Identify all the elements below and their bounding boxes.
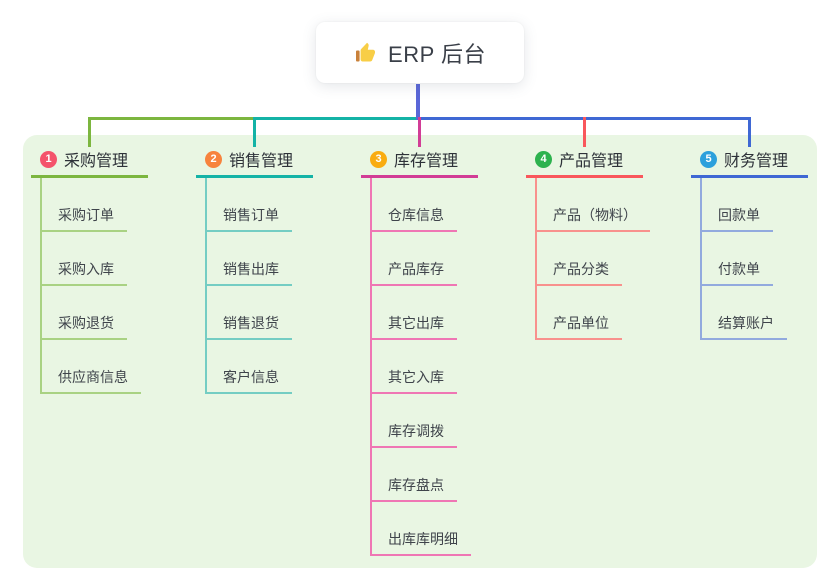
- branch-item[interactable]: 供应商信息: [40, 369, 141, 394]
- branch-item-row: 付款单: [691, 232, 808, 286]
- branch-header[interactable]: 5 财务管理: [691, 143, 808, 178]
- branch-item-row: 产品单位: [526, 286, 650, 340]
- branch-1: 1 采购管理 采购订单采购入库采购退货供应商信息: [31, 143, 148, 394]
- branch-items-list: 产品（物料） 产品分类产品单位: [526, 178, 650, 340]
- branch-item[interactable]: 客户信息: [205, 369, 292, 394]
- branch-item-row: 采购入库: [31, 232, 148, 286]
- branch-item[interactable]: 销售订单: [205, 207, 292, 232]
- branch-item-row: 客户信息: [196, 340, 313, 394]
- branch-item-row: 结算账户: [691, 286, 808, 340]
- branch-item-row: 产品（物料）: [526, 178, 650, 232]
- branch-item-row: 库存调拨: [361, 394, 478, 448]
- branch-item[interactable]: 库存调拨: [370, 423, 457, 448]
- branch-item-row: 其它出库: [361, 286, 478, 340]
- branch-title: 产品管理: [559, 153, 624, 170]
- branch-items-list: 销售订单销售出库销售退货客户信息: [196, 178, 313, 394]
- branch-number-badge: 3: [370, 150, 387, 168]
- connector-line: [87, 117, 91, 147]
- branch-number-badge: 5: [700, 150, 717, 168]
- branch-item[interactable]: 产品单位: [535, 315, 622, 340]
- branch-item[interactable]: 销售出库: [205, 261, 292, 286]
- connector-line: [582, 117, 586, 147]
- branch-item-row: 库存盘点: [361, 448, 478, 502]
- branch-item[interactable]: 产品分类: [535, 261, 622, 286]
- branch-number-badge: 4: [535, 150, 552, 168]
- connector-line: [417, 117, 421, 147]
- connector-line: [252, 117, 420, 120]
- branches-panel: [23, 135, 817, 568]
- root-node[interactable]: ERP 后台: [316, 22, 524, 83]
- connector-line: [416, 84, 420, 120]
- branch-item[interactable]: 结算账户: [700, 315, 787, 340]
- branch-title: 库存管理: [394, 153, 459, 170]
- branch-item-row: 产品分类: [526, 232, 650, 286]
- branch-item[interactable]: 仓库信息: [370, 207, 457, 232]
- connector-line: [252, 117, 256, 147]
- branch-items-list: 采购订单采购入库采购退货供应商信息: [31, 178, 148, 394]
- branch-item[interactable]: 付款单: [700, 261, 773, 286]
- branch-item-row: 供应商信息: [31, 340, 148, 394]
- branch-items-list: 回款单付款单结算账户: [691, 178, 808, 340]
- branch-item[interactable]: 回款单: [700, 207, 773, 232]
- branch-item[interactable]: 产品库存: [370, 261, 457, 286]
- branch-item-row: 采购退货: [31, 286, 148, 340]
- branch-item[interactable]: 采购入库: [40, 261, 127, 286]
- branch-item[interactable]: 库存盘点: [370, 477, 457, 502]
- branch-item[interactable]: 采购退货: [40, 315, 127, 340]
- branch-item[interactable]: 销售退货: [205, 315, 292, 340]
- branch-item-row: 销售订单: [196, 178, 313, 232]
- connector-line: [747, 117, 751, 147]
- branch-item-row: 仓库信息: [361, 178, 478, 232]
- branch-item-row: 销售出库: [196, 232, 313, 286]
- branch-item-row: 产品库存: [361, 232, 478, 286]
- branch-2: 2 销售管理 销售订单销售出库销售退货客户信息: [196, 143, 313, 394]
- branch-4: 4 产品管理 产品（物料） 产品分类产品单位: [526, 143, 650, 340]
- branch-item[interactable]: 其它入库: [370, 369, 457, 394]
- branch-header[interactable]: 3 库存管理: [361, 143, 478, 178]
- branch-header[interactable]: 1 采购管理: [31, 143, 148, 178]
- branch-item-row: 采购订单: [31, 178, 148, 232]
- branch-header[interactable]: 4 产品管理: [526, 143, 643, 178]
- branch-item[interactable]: 出库库明细: [370, 531, 471, 556]
- branch-3: 3 库存管理 仓库信息产品库存其它出库其它入库库存调拨库存盘点出库库明细: [361, 143, 478, 556]
- branch-title: 销售管理: [229, 153, 294, 170]
- branch-item[interactable]: 其它出库: [370, 315, 457, 340]
- branch-header[interactable]: 2 销售管理: [196, 143, 313, 178]
- root-node-label: ERP 后台: [388, 41, 486, 67]
- branch-title: 采购管理: [64, 153, 129, 170]
- branch-item-row: 其它入库: [361, 340, 478, 394]
- branch-item-row: 回款单: [691, 178, 808, 232]
- branch-number-badge: 2: [205, 150, 222, 168]
- branch-5: 5 财务管理 回款单付款单结算账户: [691, 143, 808, 340]
- branch-item-row: 销售退货: [196, 286, 313, 340]
- branch-title: 财务管理: [724, 153, 789, 170]
- branch-item[interactable]: 采购订单: [40, 207, 127, 232]
- branch-items-list: 仓库信息产品库存其它出库其它入库库存调拨库存盘点出库库明细: [361, 178, 478, 556]
- branch-number-badge: 1: [40, 150, 57, 168]
- branch-item[interactable]: 产品（物料）: [535, 207, 650, 232]
- thumbs-up-icon: [354, 41, 378, 65]
- branch-item-row: 出库库明细: [361, 502, 478, 556]
